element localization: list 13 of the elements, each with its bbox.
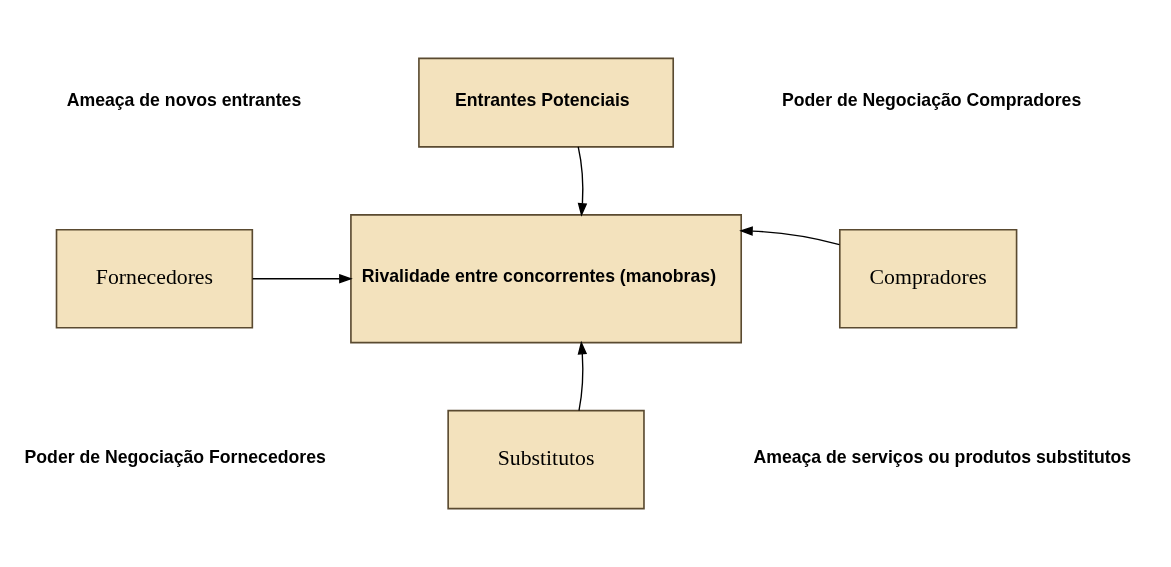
node-box: Rivalidade entre concorrentes (manobras): [350, 214, 743, 344]
arrow: [739, 226, 841, 246]
node-box: Entrantes Potenciais: [418, 57, 675, 148]
label: Poder de Negociação Compradores: [782, 89, 1082, 110]
label: Ameaça de serviços ou produtos substitutos: [753, 446, 1132, 467]
node-box: Substitutos: [447, 409, 645, 510]
label: Poder de Negociação Fornecedores: [24, 446, 326, 467]
node-box: Compradores: [839, 228, 1018, 329]
arrow: [252, 273, 353, 284]
arrow: [577, 340, 588, 412]
label: Ameaça de novos entrantes: [66, 89, 302, 110]
node-box: Fornecedores: [55, 228, 254, 329]
arrow: [577, 146, 588, 217]
